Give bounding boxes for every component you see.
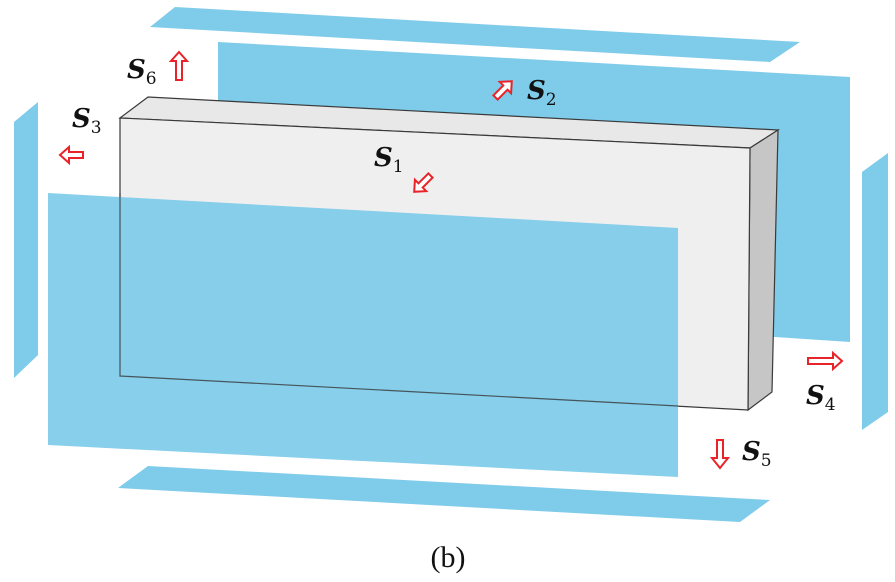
label-s3: S3: [72, 104, 102, 138]
plane-s3-left: [14, 102, 38, 378]
plane-s5-bottom: [118, 466, 770, 522]
block-side-face: [747, 128, 779, 412]
plane-s1-front: [48, 193, 678, 477]
arrow-s5-down-icon: [709, 439, 731, 470]
label-s2: S2: [527, 76, 557, 110]
arrow-s6-up-icon: [168, 50, 190, 81]
plane-s6-top: [150, 7, 800, 62]
label-s5: S5: [742, 437, 772, 471]
block-outline-through-plane: [119, 193, 679, 407]
label-s6: S6: [127, 55, 157, 89]
label-s1: S1: [374, 143, 404, 177]
figure-caption: (b): [431, 541, 466, 574]
arrow-s4-right-icon: [807, 350, 844, 372]
arrow-s1-down-left-icon: [413, 171, 435, 193]
arrow-s2-up-right-icon: [491, 80, 513, 102]
arrow-s3-left-icon: [58, 144, 84, 166]
label-s4: S4: [806, 381, 836, 415]
plane-s4-right: [862, 153, 888, 430]
